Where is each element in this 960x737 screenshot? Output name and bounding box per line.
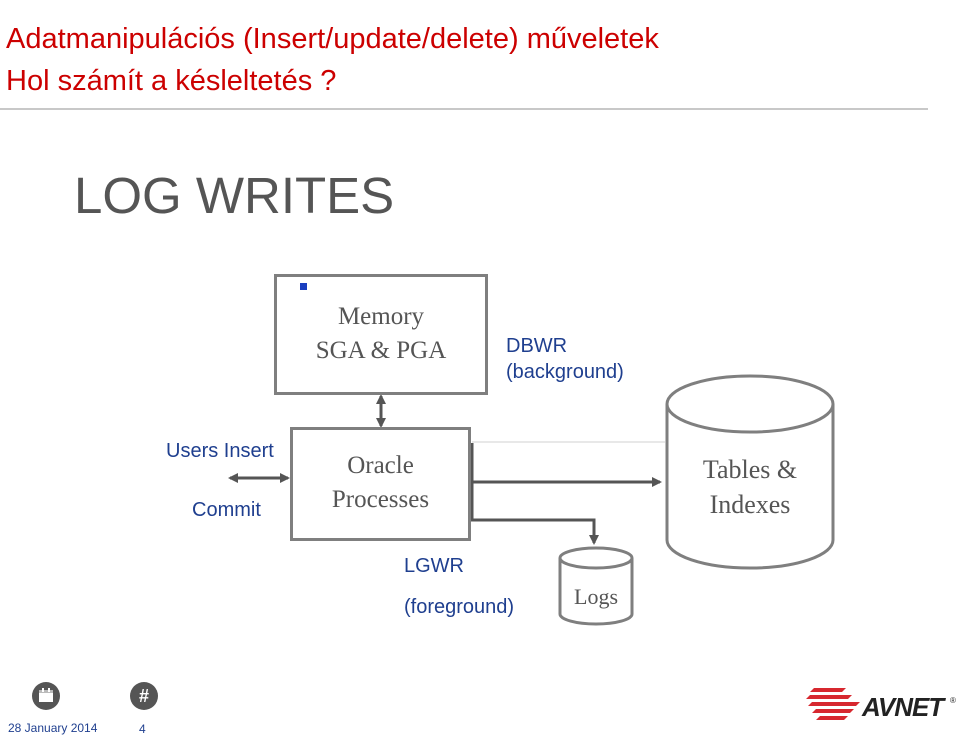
- lgwr-label: LGWR: [404, 555, 464, 577]
- dbwr-arrow: [470, 443, 662, 487]
- section-heading: LOG WRITES: [74, 167, 395, 224]
- hash-icon: #: [130, 682, 158, 710]
- oracle-label: Oracle: [347, 452, 414, 479]
- processes-label: Processes: [331, 486, 430, 513]
- svg-text:#: #: [139, 686, 149, 706]
- memory-box: [274, 274, 488, 395]
- tables-label: Tables &: [702, 455, 798, 484]
- slide-subtitle: Hol számít a késleltetés ?: [6, 65, 337, 97]
- memory-label: Memory: [337, 303, 425, 330]
- registered-mark: ®: [950, 696, 956, 705]
- avnet-logo-text: AVNET: [862, 692, 944, 722]
- oracle-processes-box: [290, 427, 471, 541]
- dbwr-label: DBWR: [506, 335, 568, 357]
- bullet-marker: [300, 283, 307, 290]
- slide-title: Adatmanipulációs (Insert/update/delete) …: [6, 23, 659, 55]
- footer-page-number: 4: [139, 722, 146, 736]
- calendar-icon: [32, 682, 60, 710]
- lgwr-arrow: [470, 458, 599, 545]
- avnet-logo-mark: [806, 688, 860, 720]
- title-divider: [0, 108, 928, 110]
- dbwr-background-label: (background): [506, 361, 624, 383]
- users-insert-label: Users Insert: [166, 440, 274, 462]
- logs-label: Logs: [574, 584, 618, 609]
- footer-date: 28 January 2014: [8, 721, 98, 735]
- indexes-label: Indexes: [709, 490, 791, 519]
- sga-pga-label: SGA & PGA: [315, 337, 447, 364]
- commit-label: Commit: [192, 499, 261, 521]
- logs-cylinder: [558, 546, 634, 626]
- foreground-label: (foreground): [404, 596, 515, 618]
- tables-cylinder: [665, 374, 835, 570]
